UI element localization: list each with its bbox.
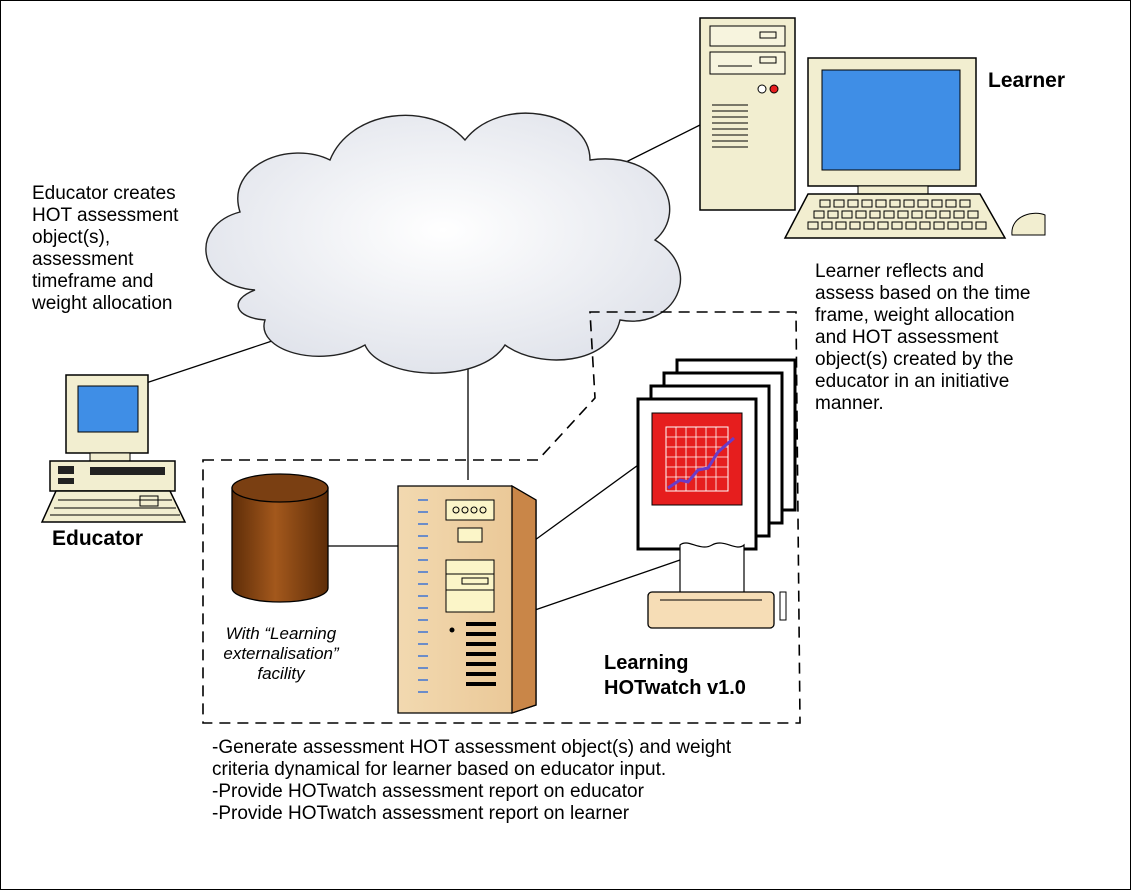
- educator-note-line: Educator creates: [32, 183, 176, 204]
- learner-note-line: Learner reflects and: [815, 261, 984, 282]
- learner-note-line: assess based on the time: [815, 283, 1031, 304]
- database-note: With “Learning externalisation” facility: [212, 624, 350, 684]
- database-note-line: With “Learning: [225, 624, 337, 643]
- link-server-reports: [534, 459, 646, 541]
- learner-note-line: manner.: [815, 393, 884, 414]
- link-cloud-educator: [139, 339, 276, 386]
- learner-note-line: educator in an initiative: [815, 371, 1010, 392]
- educator-note-line: timeframe and: [32, 271, 154, 292]
- database-note-line: facility: [257, 664, 305, 683]
- system-functions: -Generate assessment HOT assessment obje…: [212, 737, 731, 825]
- system-boundary: [202, 311, 801, 724]
- server-icon: [397, 484, 537, 714]
- system-name: Learning HOTwatch v1.0: [604, 651, 746, 701]
- educator-note-line: assessment: [32, 249, 134, 270]
- function-line: criteria dynamical for learner based on …: [212, 759, 667, 780]
- system-name-line: HOTwatch v1.0: [604, 677, 746, 699]
- link-server-printer: [534, 559, 681, 611]
- educator-computer-icon: [40, 374, 187, 523]
- learner-note-line: object(s) created by the: [815, 349, 1014, 370]
- educator-note: Educator creates HOT assessment object(s…: [32, 183, 178, 315]
- educator-note-line: object(s),: [32, 227, 111, 248]
- learner-note-line: frame, weight allocation: [815, 305, 1015, 326]
- learner-note: Learner reflects and assess based on the…: [815, 261, 1030, 415]
- connection-lines: [139, 124, 701, 611]
- learner-label: Learner: [988, 69, 1066, 92]
- function-line: -Provide HOTwatch assessment report on e…: [212, 781, 644, 802]
- database-note-line: externalisation”: [223, 644, 339, 663]
- educator-note-line: HOT assessment: [32, 205, 179, 226]
- printer-icon: [647, 542, 787, 629]
- function-line: -Provide HOTwatch assessment report on l…: [212, 803, 630, 824]
- reports-icon: [636, 358, 797, 551]
- educator-note-line: weight allocation: [32, 293, 173, 314]
- learner-computer-icon: [699, 17, 1046, 239]
- function-line: -Generate assessment HOT assessment obje…: [212, 737, 732, 758]
- system-name-line: Learning: [604, 652, 689, 674]
- network-cloud: [205, 112, 682, 374]
- educator-label: Educator: [52, 527, 144, 550]
- learner-note-line: and HOT assessment: [815, 327, 999, 348]
- database-icon: [231, 473, 329, 603]
